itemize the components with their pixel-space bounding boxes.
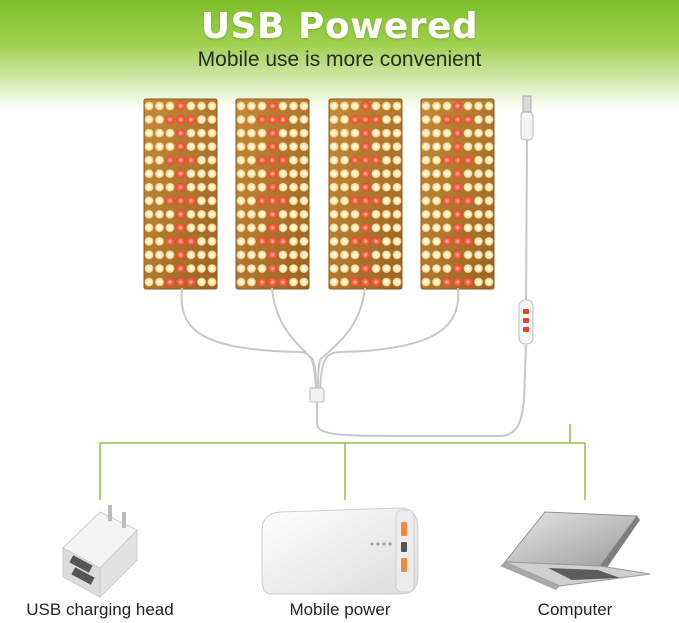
device-label-usb-charging-head: USB charging head [26,600,174,619]
device-label-computer: Computer [537,600,613,619]
device-label-mobile-power: Mobile power [289,600,391,619]
page-title: USB Powered [200,6,479,47]
led-panel [143,98,218,290]
cable-splitter [309,387,325,425]
main-cable [316,344,527,437]
splitter-cables [180,287,460,393]
led-panel [328,98,403,290]
usb-plug-icon [520,95,534,141]
header-banner [0,0,679,110]
distribution-lines [99,424,586,500]
laptop-icon [500,511,651,590]
power-bank-icon [261,507,419,595]
page-subtitle: Mobile use is more convenient [197,48,482,71]
led-panel [420,98,495,290]
usb-charger-icon [62,505,138,599]
led-panel [235,98,310,290]
inline-switch [518,299,534,345]
